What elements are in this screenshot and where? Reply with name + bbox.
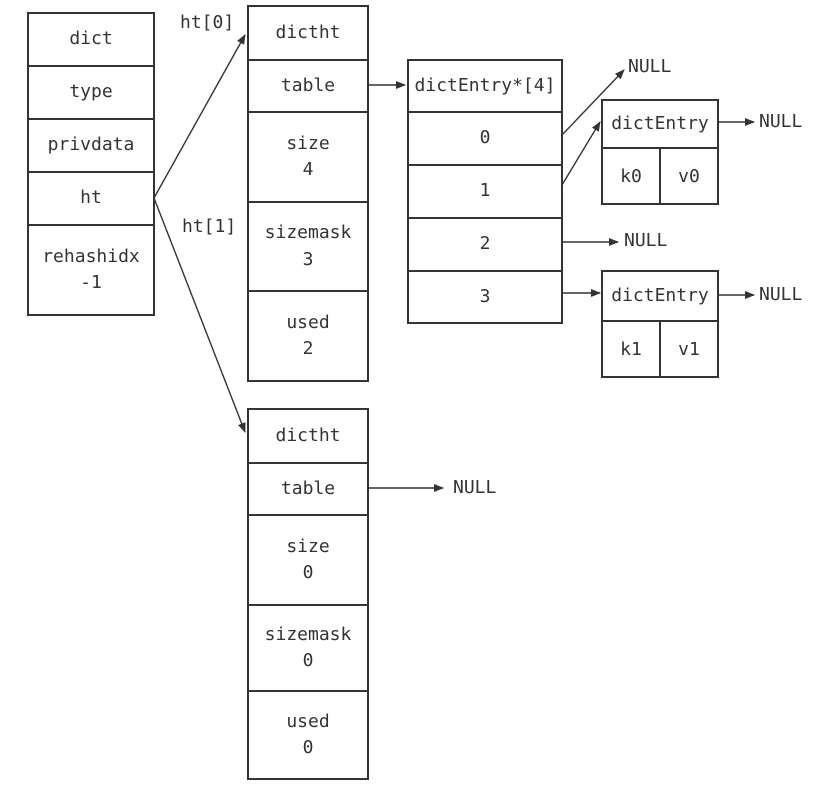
entry1-kv-row: k1 v1 [603,322,717,376]
dict-privdata-cell: privdata [29,120,153,173]
null-slot0: NULL [628,56,672,77]
ht1-label: ht[1] [182,216,237,237]
entry1-key: k1 [620,338,642,360]
null-entry0-next: NULL [759,111,803,132]
dict-type-cell: type [29,67,153,120]
array-slot-1: 1 [409,166,561,219]
dict-ht-cell: ht [29,173,153,226]
ht1-table-cell: table [249,464,367,516]
slot1-entry0-arrow [561,121,601,186]
null-slot2: NULL [624,230,668,251]
ht1-title-cell: dictht [249,410,367,464]
entry0-kv-row: k0 v0 [603,149,717,203]
dictentry-k0: dictEntry k0 v0 [601,99,719,205]
array-slot-3: 3 [479,285,491,307]
slot0-null-arrow [561,69,625,136]
dict-title-cell: dict [29,14,153,67]
array-title-cell: dictEntry*[4] [409,61,561,113]
ht1-pointer-arrow [153,197,246,433]
entry1-title-cell: dictEntry [603,272,717,322]
entry0-key: k0 [620,165,642,187]
entry0-value: v0 [659,149,717,203]
null-entry1-next: NULL [759,284,803,305]
ht0-title-cell: dictht [249,7,367,61]
ht0-pointer-arrow [153,34,246,199]
entry1-value: v1 [659,322,717,376]
ht0-table-cell: table [249,61,367,113]
entry0-title-cell: dictEntry [603,101,717,149]
dictentry-k1: dictEntry k1 v1 [601,270,719,378]
array-slot-2: 2 [409,219,561,272]
dict-rehashidx-cell: rehashidx -1 [42,245,140,293]
array-slot-0: 0 [409,113,561,166]
dict-struct: dict type privdata ht rehashidx -1 [27,12,155,316]
dictentry-array: dictEntry*[4] 0 1 2 3 [407,59,563,324]
ht0-label: ht[0] [180,12,235,33]
null-ht1-table: NULL [453,477,497,498]
